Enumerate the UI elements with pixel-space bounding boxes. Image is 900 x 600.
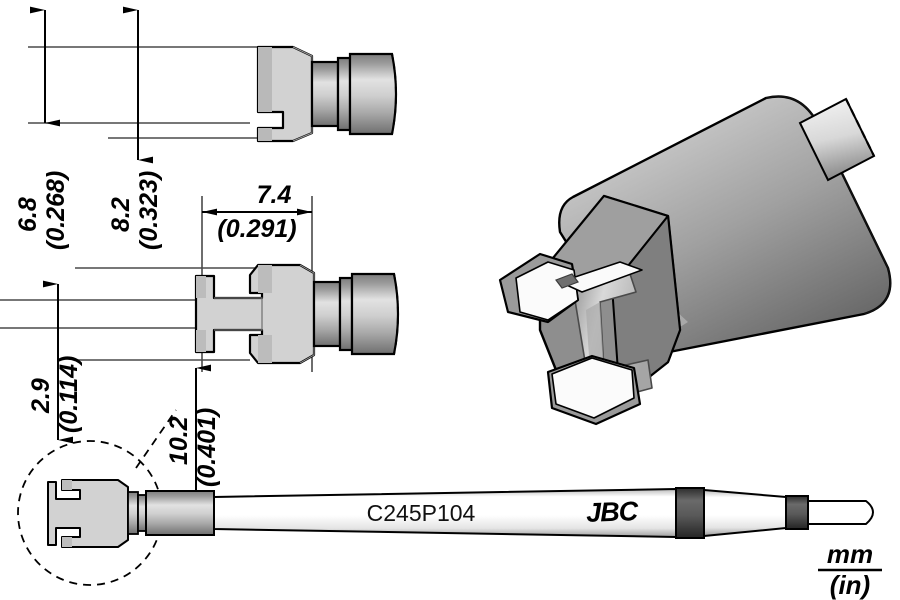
cartridge-tip-head (47, 479, 129, 548)
dimension-6-8-mm-label: 6.8 (14, 197, 42, 232)
dimension-10-2-inch-label: (0.401) (193, 408, 221, 487)
units-legend-numerator: mm (827, 539, 873, 569)
cartridge-tip-shadow (62, 480, 72, 547)
cartridge-collar-band-1 (675, 487, 705, 539)
part-number-label: C245P104 (367, 500, 476, 526)
units-legend-denominator: (in) (830, 570, 870, 600)
front-view-shank-step (310, 60, 340, 128)
front-view-tip-shadow-band (258, 47, 272, 141)
jbc-brand-logo: JBC (586, 496, 640, 528)
dimension-2-9-mm-label: 2.9 (27, 378, 55, 414)
cartridge-collar-band-2 (785, 495, 809, 530)
plan-view-slot-inner-edge (214, 297, 263, 331)
full-cartridge-view: C245P104 JBC (17, 409, 874, 586)
dimension-10-2: 10.2 (0.401) (165, 364, 221, 490)
dimension-7-4: 7.4 (0.291) (202, 181, 312, 243)
dimension-8-2: 8.2 (0.323) (107, 6, 163, 250)
dimension-6-8-inch-label: (0.268) (42, 171, 70, 250)
iso-upper-chamfer-strip (559, 261, 643, 293)
iso-notch-detail (555, 273, 579, 289)
plan-view-neck-ring (338, 276, 354, 352)
dimension-2-9-inch-label: (0.114) (55, 356, 83, 433)
dimension-6-8: 6.8 (0.268) (14, 6, 70, 250)
iso-cylinder-end-ellipse (765, 95, 892, 315)
cartridge-tail-pin (807, 500, 874, 525)
cartridge-front-shank (145, 490, 215, 536)
iso-upper-prong-white-face (515, 261, 579, 321)
dimension-10-2-mm-label: 10.2 (165, 416, 193, 465)
isometric-3d-view (498, 95, 892, 426)
iso-rear-break-line (845, 98, 875, 157)
iso-lower-prong-white-face (551, 357, 635, 419)
cartridge-neck-step-2 (137, 494, 147, 532)
plan-view-fork-shadow (196, 265, 272, 363)
plan-view-shank-step (312, 280, 342, 348)
plan-view (0, 196, 400, 372)
dimension-8-2-mm-label: 8.2 (107, 197, 135, 232)
units-legend: mm (in) (818, 539, 882, 600)
dimension-7-4-mm-label: 7.4 (257, 181, 292, 209)
dimension-7-4-inch-label: (0.291) (217, 215, 296, 243)
cartridge-neck-step-1 (127, 491, 139, 535)
dimension-8-2-inch-label: (0.323) (135, 171, 163, 250)
dimension-2-9: 2.9 (0.114) (27, 280, 83, 444)
plan-view-main-shank (350, 272, 400, 356)
cartridge-rear-sleeve (703, 489, 787, 537)
detail-leader-line (135, 409, 177, 469)
plan-view-fork-body (194, 263, 316, 365)
front-view-neck-ring (336, 56, 352, 132)
front-view-main-shank (348, 52, 398, 136)
